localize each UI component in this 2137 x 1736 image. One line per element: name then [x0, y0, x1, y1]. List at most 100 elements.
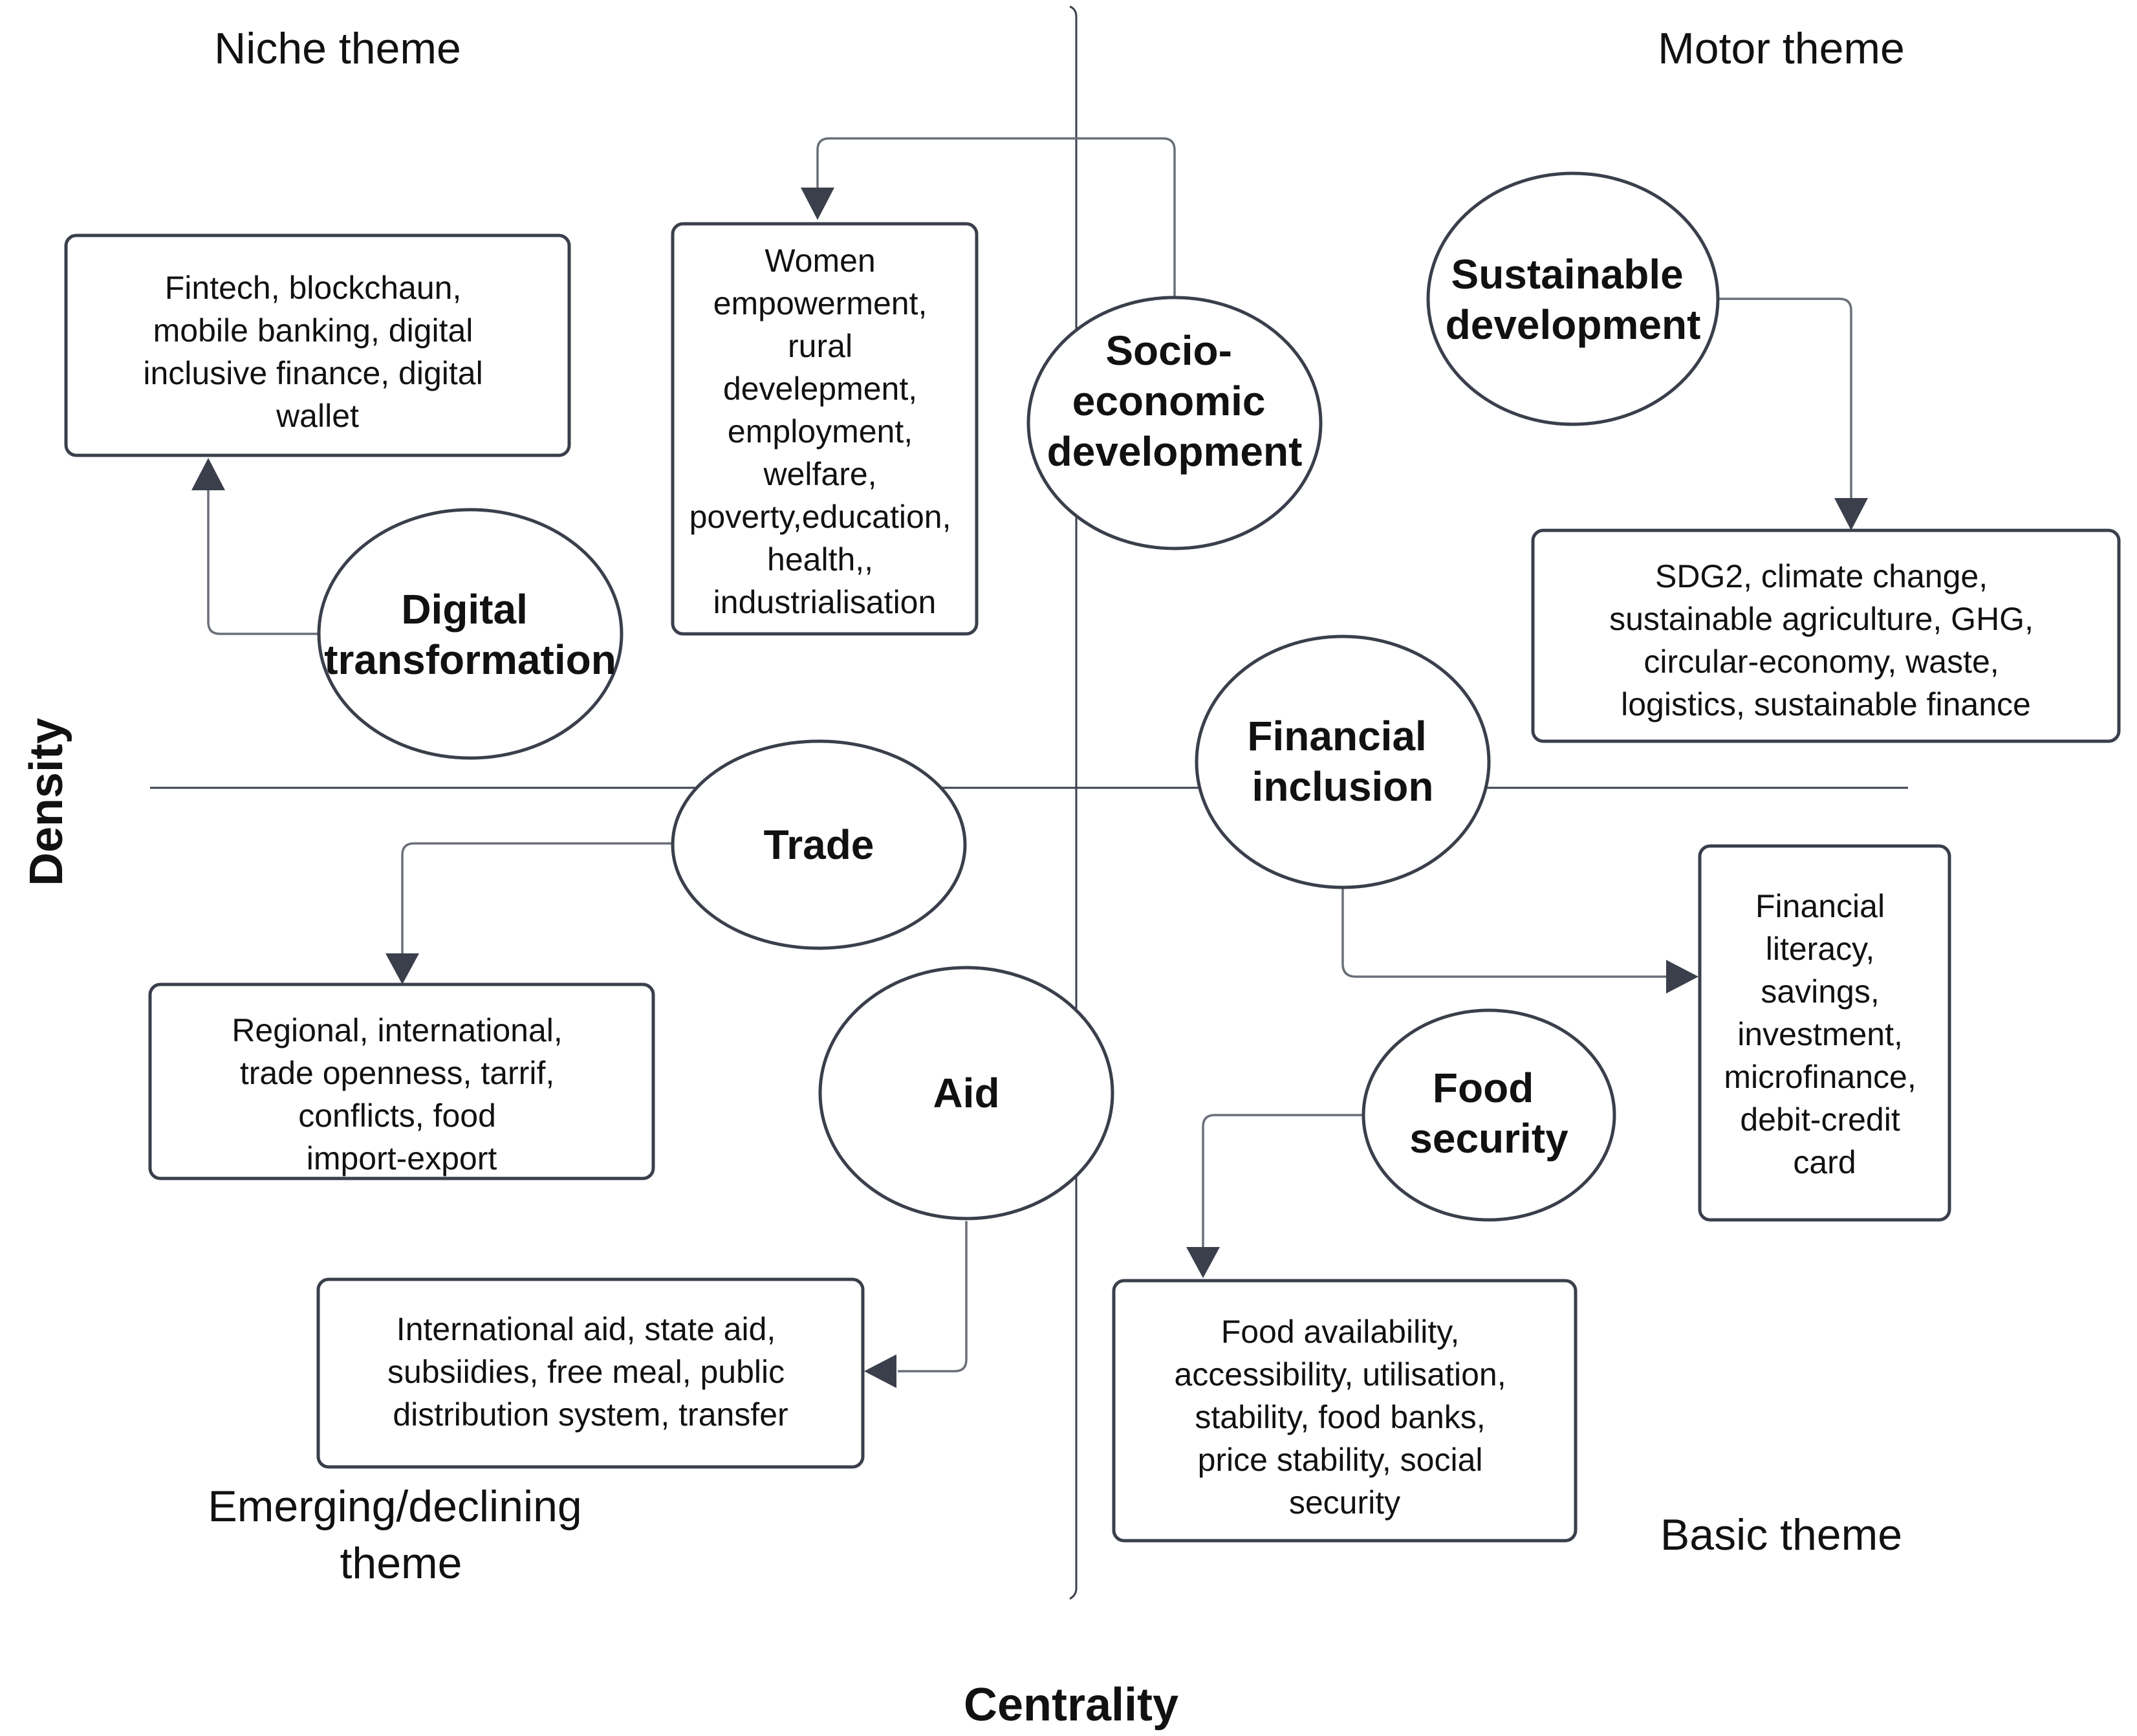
connector-arrowhead — [801, 188, 834, 220]
connector-arrowhead — [864, 1354, 896, 1388]
food-security-node — [1361, 1008, 1616, 1222]
keyword-boxes: Fintech, blockchaun, mobile banking, dig… — [64, 222, 2121, 1543]
quadrant-label-basic: Basic theme — [1660, 1510, 1902, 1559]
sustainable-development-keywords: SDG2, climate change, sustainable agricu… — [1609, 558, 2043, 722]
theme-name-line: Financial — [1247, 713, 1426, 759]
keyword-line: poverty,education, — [689, 499, 951, 535]
keyword-line: Regional, international, — [232, 1012, 562, 1048]
connector-socio-economic — [816, 137, 1176, 299]
connector-arrowhead — [191, 458, 225, 490]
food-security-label: Food security — [1409, 1065, 1568, 1162]
keyword-line: accessibility, utilisation, — [1174, 1356, 1506, 1393]
keyword-line: debit-credit — [1740, 1101, 1900, 1138]
digital-transformation-keywords: Fintech, blockchaun, mobile banking, dig… — [143, 270, 492, 434]
keyword-line: circular-economy, waste, — [1643, 644, 1999, 680]
keyword-line: mobile banking, digital — [153, 312, 473, 349]
aid-keywords: International aid, state aid, subsiidies… — [387, 1311, 794, 1433]
connector-financial-inclusion — [1341, 889, 1669, 978]
connector-arrowhead — [385, 953, 419, 984]
keyword-line: card — [1793, 1144, 1856, 1180]
theme-name-line: security — [1409, 1115, 1568, 1162]
socio-economic-development-node — [1026, 296, 1323, 550]
connector-digital-transformation — [207, 480, 322, 635]
keyword-line: price stability, social — [1198, 1442, 1483, 1478]
connector-sustainable-development — [1719, 298, 1852, 499]
theme-name-line: Sustainable — [1451, 251, 1684, 298]
trade-keywords-box — [148, 982, 655, 1180]
y-axis-label: Density — [21, 718, 72, 886]
x-axis-label: Centrality — [964, 1679, 1178, 1731]
theme-name-line: Socio- — [1105, 327, 1232, 374]
keyword-line: rural — [788, 328, 852, 364]
keyword-line: International aid, state aid, — [396, 1311, 776, 1347]
keyword-line: investment, — [1737, 1016, 1903, 1052]
aid-keywords-box — [316, 1277, 865, 1469]
aid-label: Aid — [933, 1070, 999, 1116]
vertical-axis-line — [1069, 5, 1078, 1600]
quadrant-labels: Niche theme Motor theme Emerging/declini… — [208, 24, 1904, 1588]
connector-aid — [898, 1221, 968, 1373]
connector-trade — [401, 842, 673, 955]
keyword-line: savings, — [1761, 973, 1879, 1010]
theme-name-line: Digital — [401, 586, 528, 633]
financial-inclusion-keywords-box — [1698, 844, 1951, 1222]
keyword-line: conflicts, food — [298, 1098, 496, 1134]
sustainable-development-label: Sustainable development — [1446, 251, 1701, 348]
socio-economic-keywords: Women empowerment, rural develepment, em… — [689, 243, 960, 620]
keyword-line: Food availability, — [1221, 1314, 1460, 1350]
keyword-line: sustainable agriculture, GHG, — [1609, 601, 2034, 637]
keyword-line: industrialisation — [713, 584, 937, 620]
theme-name-line: development — [1047, 428, 1303, 475]
keyword-line: literacy, — [1766, 931, 1875, 967]
keyword-line: stability, food banks, — [1195, 1399, 1485, 1435]
keyword-line: empowerment, — [713, 285, 927, 321]
keyword-line: Fintech, blockchaun, — [165, 270, 462, 306]
trade-label: Trade — [764, 821, 874, 868]
financial-inclusion-label: Financial inclusion — [1247, 713, 1438, 810]
socio-economic-keywords-box — [671, 222, 979, 636]
keyword-line: logistics, sustainable finance — [1621, 686, 2031, 722]
theme-name-line: development — [1446, 301, 1701, 348]
keyword-line: Women — [765, 243, 875, 279]
aid-node — [818, 966, 1114, 1221]
sustainable-development-node — [1426, 171, 1720, 426]
connector-arrowhead — [1186, 1247, 1220, 1278]
quadrant-label-emerging-line: Emerging/declining — [208, 1482, 581, 1531]
keyword-line: health,, — [767, 541, 873, 578]
theme-name-line: inclusion — [1252, 763, 1434, 810]
connector-arrowhead — [1666, 960, 1698, 993]
keyword-line: Financial — [1755, 888, 1885, 924]
sustainable-development-keywords-box — [1531, 528, 2121, 743]
financial-inclusion-keywords: Financial literacy, savings, investment,… — [1724, 888, 1925, 1180]
keyword-line: SDG2, climate change, — [1655, 558, 1988, 594]
connector-arrowhead — [1834, 498, 1868, 530]
theme-name-line: economic — [1072, 378, 1266, 424]
keyword-line: develepment, — [723, 371, 917, 407]
keyword-line: microfinance, — [1724, 1059, 1916, 1095]
keyword-line: welfare, — [763, 456, 877, 492]
keyword-line: wallet — [276, 398, 359, 434]
keyword-line: distribution system, transfer — [393, 1396, 788, 1433]
keyword-line: import-export — [307, 1140, 497, 1177]
quadrant-label-niche: Niche theme — [214, 24, 461, 73]
connectors — [191, 137, 1868, 1388]
quadrant-label-emerging-line: theme — [340, 1539, 462, 1588]
keyword-line: employment, — [728, 413, 913, 450]
digital-transformation-label: Digital transformation — [324, 586, 616, 683]
theme-nodes: Digital transformation Socio- economic d… — [317, 171, 1720, 1222]
trade-node — [671, 739, 967, 950]
socio-economic-development-label: Socio- economic development — [1047, 327, 1303, 475]
keyword-line: subsiidies, free meal, public — [387, 1354, 785, 1390]
quadrant-label-motor: Motor theme — [1658, 24, 1905, 73]
theme-name-line: transformation — [324, 636, 616, 683]
keyword-line: inclusive finance, digital — [143, 355, 483, 391]
theme-name-line: Food — [1433, 1065, 1534, 1111]
connector-food-security — [1202, 1114, 1363, 1248]
financial-inclusion-node — [1195, 635, 1491, 889]
digital-transformation-node — [317, 508, 624, 760]
quadrant-label-emerging-declining: Emerging/declining theme — [208, 1482, 594, 1588]
axes — [150, 5, 1908, 1600]
trade-keywords: Regional, international, trade openness,… — [232, 1012, 571, 1177]
food-security-keywords: Food availability, accessibility, utilis… — [1174, 1314, 1515, 1521]
